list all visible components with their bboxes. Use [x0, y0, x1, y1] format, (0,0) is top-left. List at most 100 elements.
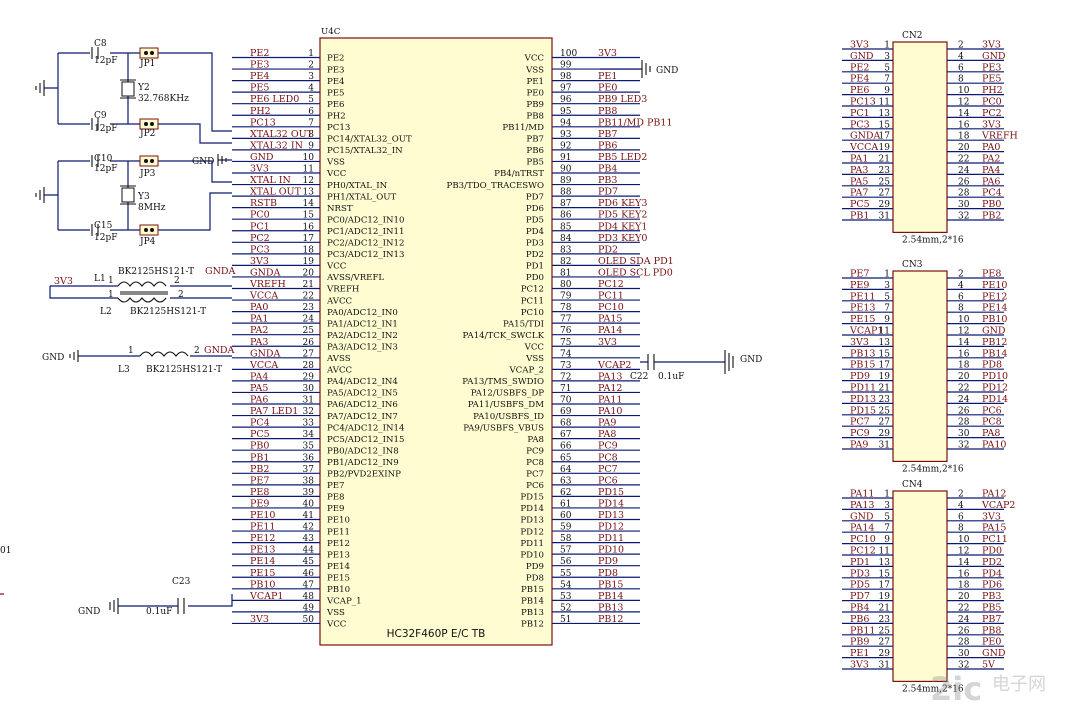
pin-name: PD7: [526, 192, 544, 202]
net-label: PE5: [250, 83, 269, 94]
pin-number: 63: [560, 476, 572, 486]
net-label: PD9: [598, 556, 618, 567]
pin-net-right: VREFH: [981, 131, 1018, 142]
pin-number-right: 4: [958, 281, 964, 291]
pin-name: PC12: [521, 285, 544, 295]
pin-name: PH2: [327, 111, 346, 121]
net-label: PB13: [598, 602, 623, 613]
pin-number-left: 5: [884, 292, 890, 302]
pin-name: PD14: [520, 504, 544, 514]
pin-name: PC1/ADC12_IN11: [327, 227, 404, 237]
inductor-l2-ref: L2: [100, 307, 112, 317]
pin-name: PD4: [526, 227, 545, 237]
pin-net-left: PC1: [850, 108, 870, 119]
pin-net-right: PB10: [982, 314, 1007, 325]
pin-number: 10: [303, 153, 315, 163]
pin-net-left: PB6: [850, 614, 869, 625]
pin-number: 4: [308, 84, 314, 94]
pin-number: 64: [560, 465, 572, 475]
pin-net-left: PD3: [850, 568, 870, 579]
pin-number-left: 23: [879, 166, 891, 176]
inductor-l3-pin2: 2: [194, 346, 200, 356]
pin-number-right: 14: [958, 558, 970, 568]
net-label: PD2: [598, 244, 618, 255]
pin-number-right: 30: [958, 649, 970, 659]
gnd-icon: [35, 80, 45, 96]
net-label: OLED SCL PD0: [598, 267, 673, 278]
pin-name: PE2: [327, 54, 345, 64]
pin-net-right: PD4: [982, 568, 1002, 579]
pin-name: PD12: [520, 527, 544, 537]
net-label: PC11: [598, 291, 624, 302]
net-label: PB1: [250, 452, 269, 463]
pin-number-right: 14: [958, 338, 970, 348]
pin-name: AVSS: [326, 354, 351, 364]
pin-number: 92: [560, 141, 571, 151]
pin-number-right: 12: [958, 98, 969, 108]
net-label: PD6 KEY3: [598, 198, 647, 209]
net-label: PC8: [598, 452, 618, 463]
net-label: PC10: [598, 302, 624, 313]
pin-net-right: PD2: [982, 557, 1002, 568]
pin-number-right: 32: [958, 441, 969, 451]
connector-footprint: 2.54mm,2*16: [902, 684, 964, 694]
pin-number: 22: [303, 292, 314, 302]
pin-net-right: 3V3: [982, 119, 1001, 130]
pin-number-right: 18: [958, 132, 970, 142]
pin-name: PD11: [520, 539, 544, 549]
pin-number-left: 3: [884, 52, 890, 62]
pin-number: 42: [303, 523, 314, 533]
pin-name: PD3: [526, 239, 544, 249]
pin-number: 2: [308, 61, 314, 71]
net-label: GND: [250, 152, 274, 163]
pin-number: 59: [560, 523, 572, 533]
pin-name: PE11: [327, 527, 350, 537]
pin-net-right: PD0: [982, 546, 1002, 557]
net-label: XTAL OUT: [250, 187, 302, 198]
pin-number-right: 22: [958, 384, 969, 394]
pin-number: 77: [560, 315, 572, 325]
pin-name: PA3/ADC12_IN3: [327, 342, 398, 352]
cap-c22-value: 0.1uF: [658, 372, 684, 382]
watermark: 2ic 电子网: [930, 670, 1046, 708]
pin-number: 86: [560, 211, 572, 221]
net-label: PC4: [250, 418, 270, 429]
net-label: PD14: [598, 498, 624, 509]
net-label: PC6: [598, 475, 618, 486]
pin-number: 95: [560, 107, 572, 117]
pin-number: 58: [560, 534, 572, 544]
pin-net-left: PA9: [850, 440, 868, 451]
pin-name: PD0: [526, 273, 544, 283]
pin-number: 36: [303, 453, 315, 463]
net-label: PB10: [250, 579, 275, 590]
cap-c23-circuit: GND C23 0.1uF: [78, 577, 233, 617]
net-label: PE3: [250, 60, 269, 71]
pin-number-left: 21: [879, 155, 890, 165]
pin-number-right: 32: [958, 212, 969, 222]
pin-net-left: PC7: [850, 417, 870, 428]
pin-name: PD6: [526, 204, 544, 214]
pin-name: PD8: [526, 573, 544, 583]
pin-net-left: PA3: [850, 165, 868, 176]
pin-net-left: PA11: [850, 489, 874, 500]
pin-net-left: GND: [850, 51, 874, 62]
pin-net-left: PD13: [850, 394, 876, 405]
